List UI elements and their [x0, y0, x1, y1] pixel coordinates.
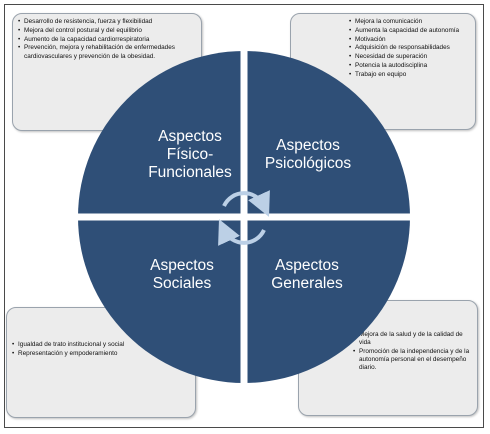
label-sociales: Aspectos Sociales — [122, 257, 242, 293]
list-item: Potencia la autodisciplina — [349, 62, 470, 70]
label-line: Sociales — [152, 275, 212, 292]
label-line: Aspectos — [150, 257, 214, 274]
label-line: Aspectos — [276, 137, 340, 154]
label-line: Aspectos — [158, 128, 222, 145]
label-line: Aspectos — [275, 257, 339, 274]
list-item: Aumento de la capacidad cardiorrespirato… — [18, 36, 196, 44]
list-item: Aumenta la capacidad de autonomía — [349, 27, 470, 35]
label-generales: Aspectos Generales — [247, 257, 367, 293]
note-fisico-funcionales: Desarrollo de resistencia, fuerza y flex… — [12, 13, 202, 131]
label-line: Funcionales — [148, 164, 232, 181]
list-item: Representación y empoderamiento — [12, 350, 190, 358]
list-item: Igualdad de trato institucional y social — [12, 341, 190, 349]
list-item: Trabajo en equipo — [349, 71, 470, 79]
list-item: Necesidad de superación — [349, 53, 470, 61]
list-item: Mejora del control postural y del equili… — [18, 27, 196, 35]
list-item: Adquisición de responsabilidades — [349, 44, 470, 52]
list-item: Desarrollo de resistencia, fuerza y flex… — [18, 18, 196, 26]
label-line: Generales — [271, 275, 343, 292]
label-psicologicos: Aspectos Psicológicos — [248, 137, 368, 173]
list-item: Promoción de la independencia y de la au… — [353, 348, 472, 373]
list-item: Prevención, mejora y rehabilitación de e… — [18, 44, 196, 60]
list-item: Mejora la comunicación — [349, 18, 470, 26]
label-line: Físico- — [166, 146, 214, 163]
list-item: Motivación — [349, 36, 470, 44]
label-fisico-funcionales: Aspectos Físico- Funcionales — [130, 128, 250, 182]
label-line: Psicológicos — [264, 155, 352, 172]
cycle-arrows-icon — [218, 190, 270, 246]
